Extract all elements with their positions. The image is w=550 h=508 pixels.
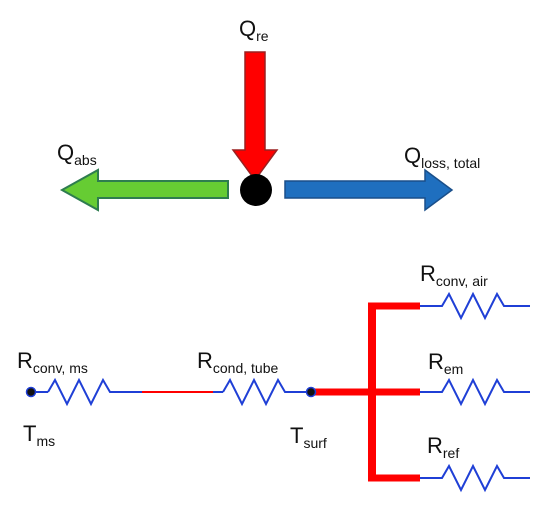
q-abs-sub: abs [74,152,97,168]
r-ref-sub: ref [442,445,460,461]
q-loss-arrow [284,168,454,212]
q-loss-sub: loss, total [421,155,481,171]
node-circle [240,174,272,206]
t-ms-main: T [23,421,37,446]
r-cond-tube-resistor [222,377,309,407]
r-em-main: R [428,349,444,374]
r-ref-resistor [420,463,530,493]
t-surf-main: T [290,423,304,448]
t-surf-sub: surf [303,435,327,451]
t-surf-node [305,386,317,398]
r-em-label: Rem [428,349,464,377]
q-re-sub: re [256,28,269,44]
q-abs-main: Q [57,140,75,165]
q-abs-arrow [59,168,229,212]
q-re-arrow [231,51,279,182]
r-conv-ms-label: Rconv, ms [17,348,88,376]
r-em-resistor [420,377,530,407]
t-ms-label: Tms [23,421,56,449]
t-surf-label: Tsurf [290,423,327,451]
r-conv-air-label: Rconv, air [420,261,488,289]
r-cond-tube-sub: cond, tube [212,360,279,376]
r-cond-tube-label: Rcond, tube [197,348,279,376]
r-ref-label: Rref [427,433,460,461]
r-em-sub: em [443,361,464,377]
r-conv-air-sub: conv, air [435,273,488,289]
r-cond-tube-main: R [197,348,213,373]
t-ms-sub: ms [36,433,56,449]
q-abs-label: Qabs [57,140,97,168]
q-loss-label: Qloss, total [404,143,481,171]
r-conv-air-resistor [420,291,530,321]
q-re-label: Qre [239,16,269,44]
r-ref-main: R [427,433,443,458]
r-conv-air-main: R [420,261,436,286]
r-conv-ms-main: R [17,348,33,373]
q-loss-main: Q [404,143,422,168]
q-re-main: Q [239,16,257,41]
r-conv-ms-sub: conv, ms [32,360,88,376]
r-conv-ms-resistor [47,377,142,407]
t-ms-node [25,386,37,398]
